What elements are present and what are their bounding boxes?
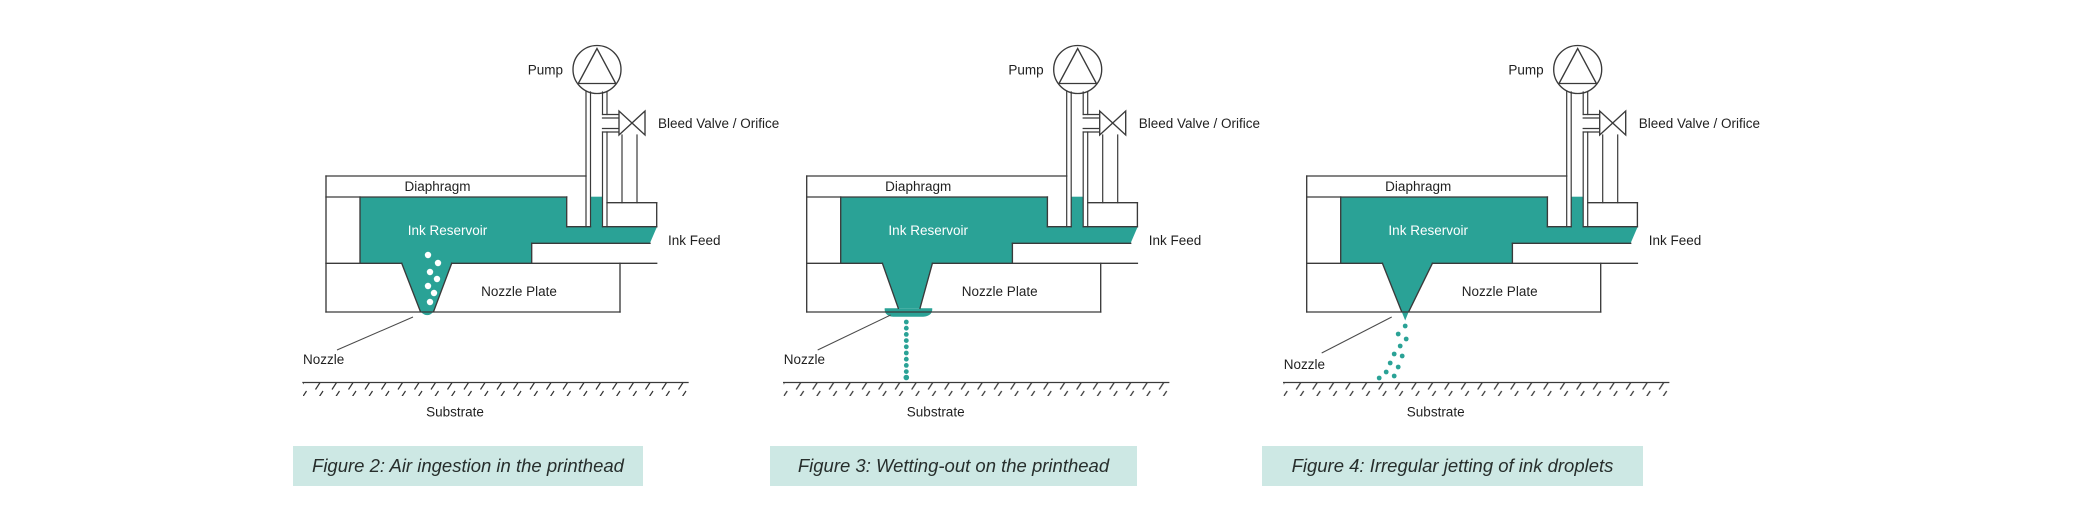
nozzle-funnel-wall [919, 262, 934, 310]
ink-droplet [1399, 353, 1405, 359]
nozzle-plate-label: Nozzle Plate [1462, 284, 1538, 299]
ink-reservoir-shape [840, 197, 1138, 309]
ink-droplet [1403, 336, 1409, 342]
diaphragm-label: Diaphragm [404, 179, 470, 194]
bleed-valve-icon [1099, 109, 1127, 137]
air-bubble [424, 251, 432, 259]
air-bubble [426, 298, 434, 306]
substrate-hatching [783, 383, 1169, 396]
substrate-label: Substrate [907, 405, 965, 420]
pump-triangle-icon [577, 47, 617, 85]
pump-triangle-icon [1057, 47, 1098, 85]
ink-droplet [903, 350, 909, 356]
ink-reservoir-shape [360, 197, 657, 316]
ink-feed-label: Ink Feed [1149, 233, 1202, 248]
pipe-ink-column [590, 196, 603, 228]
ink-droplet [903, 338, 909, 343]
substrate-hatching [303, 383, 688, 396]
air-bubble [424, 282, 432, 290]
ink-droplet [903, 319, 909, 325]
ink-reservoir-label: Ink Reservoir [1388, 223, 1468, 238]
nozzle-leader-line [817, 314, 891, 351]
pump-icon [572, 44, 622, 95]
nozzle-funnel-wall [400, 262, 422, 313]
bleed-valve-label: Bleed Valve / Orifice [658, 116, 779, 131]
figure-2-caption: Figure 2: Air ingestion in the printhead [293, 446, 643, 486]
diaphragm-label: Diaphragm [1385, 179, 1451, 194]
ink-droplet [1397, 343, 1403, 349]
ink-droplet [903, 369, 909, 374]
ink-droplet [1391, 351, 1397, 357]
pipe-ink-column [1571, 196, 1584, 228]
nozzle-funnel-wall [1407, 262, 1434, 313]
nozzle-leader-line [336, 316, 414, 351]
figure-2-diagram: Pump Bleed Valve / Orifice Diaphragm Ink… [302, 44, 779, 420]
pump-icon [1053, 44, 1103, 95]
ink-droplet [903, 332, 909, 337]
ink-feed-label: Ink Feed [1649, 233, 1702, 248]
ink-droplet [903, 344, 909, 350]
nozzle-label: Nozzle [1284, 357, 1325, 372]
ink-feed-label: Ink Feed [668, 233, 721, 248]
bleed-valve-icon [618, 109, 646, 137]
ink-reservoir-shape [1340, 197, 1638, 321]
air-bubble [430, 289, 438, 297]
air-bubble [433, 275, 441, 283]
nozzle-plate-label: Nozzle Plate [962, 284, 1038, 299]
nozzle-leader-line [1321, 316, 1392, 354]
substrate-hatching [1283, 383, 1669, 396]
ink-droplet [1402, 323, 1408, 329]
substrate-label: Substrate [1407, 405, 1465, 420]
ink-reservoir-label: Ink Reservoir [408, 223, 488, 238]
ink-droplet [1387, 360, 1393, 366]
pump-triangle-icon [1557, 47, 1598, 85]
pump-label: Pump [1008, 63, 1043, 78]
ink-droplet [903, 363, 909, 368]
ink-droplet [1391, 373, 1397, 379]
pump-label: Pump [528, 63, 563, 78]
nozzle-label: Nozzle [303, 352, 344, 367]
pipe-ink-column [1071, 196, 1084, 228]
nozzle-funnel-wall [881, 262, 900, 310]
ink-droplet [1395, 364, 1401, 370]
ink-droplet [1376, 375, 1382, 381]
bleed-valve-label: Bleed Valve / Orifice [1639, 116, 1760, 131]
figure-3-diagram: Pump Bleed Valve / Orifice Diaphragm Ink… [783, 44, 1260, 420]
bleed-valve-icon [1599, 109, 1627, 137]
pump-icon [1553, 44, 1603, 95]
figure-4-diagram: Pump Bleed Valve / Orifice Diaphragm Ink… [1283, 44, 1760, 420]
air-bubble [434, 259, 442, 267]
pump-label: Pump [1508, 63, 1543, 78]
ink-droplet [903, 374, 910, 381]
substrate-label: Substrate [426, 405, 484, 420]
diaphragm-label: Diaphragm [885, 179, 951, 194]
nozzle-plate-label: Nozzle Plate [481, 284, 557, 299]
figure-4-caption: Figure 4: Irregular jetting of ink dropl… [1262, 446, 1643, 486]
nozzle-label: Nozzle [784, 352, 825, 367]
nozzle-funnel-wall [1381, 262, 1403, 313]
ink-droplet [903, 325, 909, 331]
ink-droplet [1383, 369, 1389, 375]
air-bubble [426, 268, 434, 276]
ink-droplet [1395, 331, 1401, 337]
nozzle-funnel-wall [432, 262, 453, 313]
ink-droplet [903, 356, 909, 362]
bleed-valve-label: Bleed Valve / Orifice [1139, 116, 1260, 131]
ink-reservoir-label: Ink Reservoir [888, 223, 968, 238]
figure-3-caption: Figure 3: Wetting-out on the printhead [770, 446, 1137, 486]
